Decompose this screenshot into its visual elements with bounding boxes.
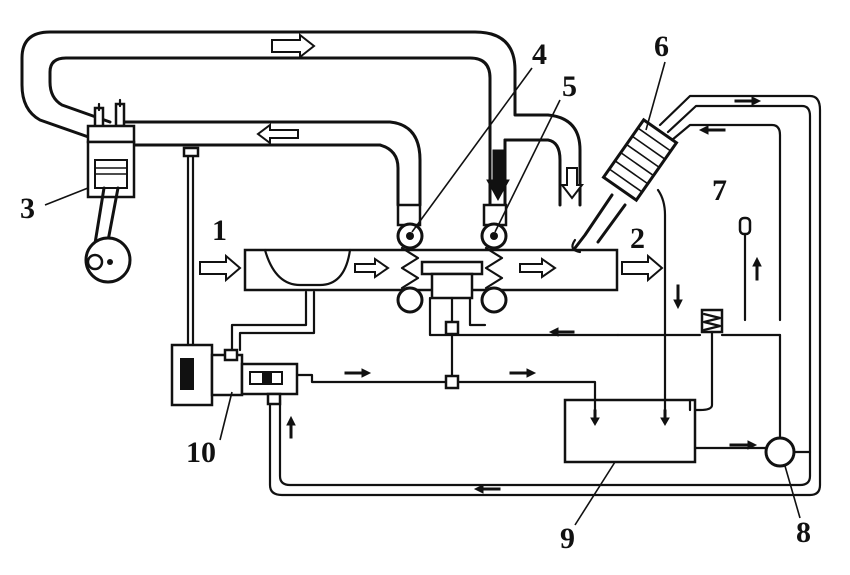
right-piping (268, 94, 822, 497)
label-3: 3 (20, 192, 35, 225)
inlet-arrow (199, 253, 242, 283)
leader-lines (44, 61, 801, 526)
label-1: 1 (212, 214, 227, 247)
label-7: 7 (712, 174, 727, 207)
label-6: 6 (654, 30, 669, 63)
flow-arrow-mid-left (256, 123, 299, 145)
valve-4 (396, 203, 424, 314)
flow-arrow-top (271, 32, 316, 60)
main-return-duct (20, 30, 582, 207)
outlet-arrow (621, 253, 664, 283)
duct-arrow-b (519, 257, 557, 279)
flow-arrow-right-branch (559, 167, 585, 200)
heater (571, 117, 679, 254)
duct-arrow-a (354, 257, 390, 279)
fuel-tank (563, 393, 697, 464)
label-5: 5 (562, 70, 577, 103)
label-8: 8 (796, 516, 811, 549)
flow-arrow-down (486, 149, 510, 202)
right-pipe-arrows (286, 96, 762, 494)
label-9: 9 (560, 522, 575, 555)
engine (84, 98, 136, 284)
label-10: 10 (186, 436, 216, 469)
metering-unit (170, 146, 597, 407)
label-2: 2 (630, 222, 645, 255)
label-4: 4 (532, 38, 547, 71)
